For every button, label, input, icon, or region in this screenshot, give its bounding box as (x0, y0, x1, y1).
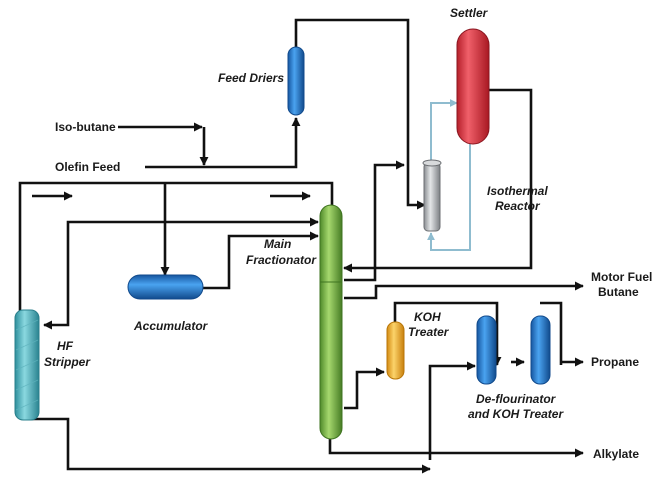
accumulator-drum[interactable] (127, 274, 204, 300)
alkylate-label: Alkylate (593, 447, 639, 461)
feed-drier-vessel[interactable] (287, 46, 305, 116)
stripper-label: Stripper (44, 355, 91, 369)
fractionator-to-stripper-line (43, 220, 165, 330)
driers-to-settler-line (294, 18, 426, 210)
settler-vessel[interactable] (456, 28, 490, 145)
settler-label: Settler (450, 6, 489, 20)
olefin-feed-label: Olefin Feed (55, 160, 120, 174)
main-label: Main (264, 237, 291, 251)
hf-stripper-column[interactable] (14, 309, 40, 421)
deflourinator-vessel-1[interactable] (476, 315, 497, 385)
feed-driers-label: Feed Driers (218, 71, 284, 85)
olefin-feed-line (145, 117, 301, 169)
accumulator-label: Accumulator (133, 319, 209, 333)
deflourinator-vessel-2[interactable] (530, 315, 551, 385)
deflourinator-2-top-line (540, 301, 563, 365)
iso-butane-label: Iso-butane (55, 120, 116, 134)
butane-label: Butane (598, 285, 639, 299)
motor-fuel-label: Motor Fuel (591, 270, 652, 284)
hf-label: HF (57, 339, 74, 353)
settler-to-fractionator-line (343, 88, 533, 273)
isothermal-reactor-vessel[interactable] (422, 159, 442, 232)
fractionator-to-reactor-line (344, 160, 405, 282)
reactor-label: Reactor (495, 199, 541, 213)
top-recycle-line (18, 181, 334, 312)
coolant-loop-bottom (427, 143, 471, 251)
treater-label: Treater (408, 325, 450, 339)
alkylate-line (328, 439, 584, 458)
to-koh-treater-line (344, 367, 385, 410)
koh-to-deflourinator-line (393, 301, 502, 366)
to-deflourinator-line (428, 361, 476, 460)
coolant-loop-top (430, 99, 458, 163)
and-koh-treater-label: and KOH Treater (468, 407, 564, 421)
isothermal-label: Isothermal (487, 184, 548, 198)
accumulator-return-line (203, 231, 319, 290)
motor-fuel-butane-line (344, 281, 584, 300)
propane-label: Propane (591, 355, 639, 369)
process-lines (18, 18, 584, 474)
koh-label: KOH (414, 310, 441, 324)
main-fractionator-column[interactable] (319, 204, 343, 440)
deflourinator-label: De-flourinator (476, 392, 557, 406)
fractionator-label: Fractionator (246, 253, 317, 267)
koh-treater-vessel[interactable] (386, 321, 405, 380)
stripper-bottom-line (25, 417, 431, 474)
